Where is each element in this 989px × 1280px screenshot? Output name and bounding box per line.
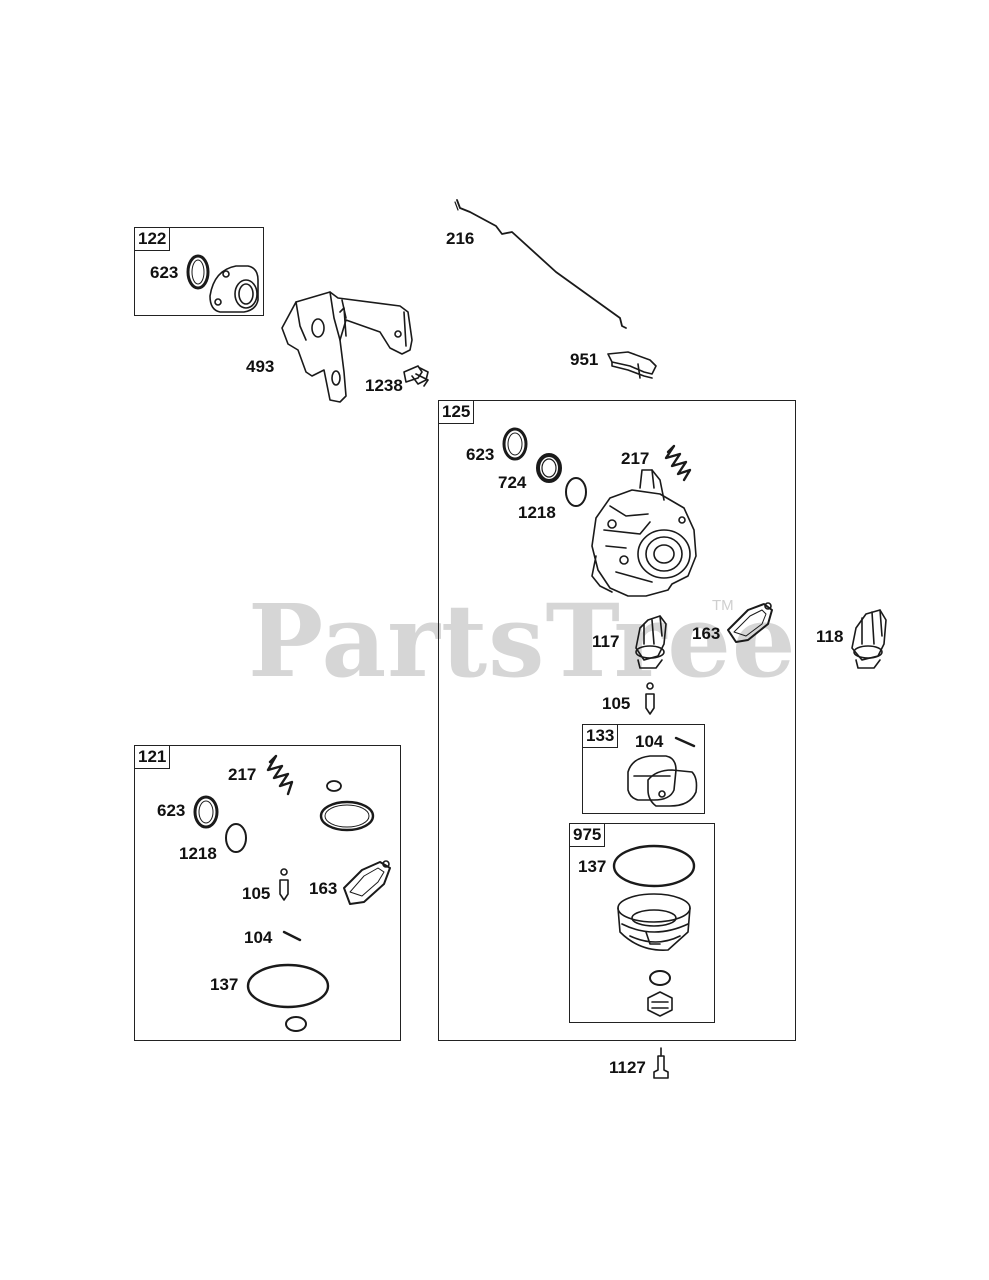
part-137-oring-kit975[interactable] [612, 844, 696, 888]
part-1238-screw[interactable] [403, 365, 429, 387]
kit-tag-133: 133 [582, 724, 619, 748]
callout-105-kit125: 105 [602, 694, 631, 713]
callout-105-kit121: 105 [242, 884, 271, 903]
part-975-float-bowl[interactable] [617, 893, 691, 951]
callout-216: 216 [446, 229, 475, 248]
part-118-fuel-solenoid[interactable] [851, 609, 887, 669]
part-724-gasket[interactable] [536, 453, 562, 483]
part-104-pin-kit133[interactable] [674, 736, 696, 748]
callout-163-kit125: 163 [692, 624, 721, 643]
part-163-gasket-kit121[interactable] [343, 860, 391, 905]
callout-623-kit125: 623 [466, 445, 495, 464]
kit-tag-975: 975 [569, 823, 606, 847]
part-217-spring-kit121[interactable] [266, 754, 294, 796]
kit-box-121[interactable]: 121 [134, 745, 401, 1041]
callout-493: 493 [246, 357, 275, 376]
part-975-bowl-washer[interactable] [649, 970, 671, 986]
watermark-logo: PartsTree [248, 582, 797, 700]
callout-1127: 1127 [609, 1058, 646, 1077]
callout-104-kit133: 104 [635, 732, 664, 751]
kit-box-125[interactable]: 125 [438, 400, 796, 1041]
callout-623-kit122: 623 [150, 263, 179, 282]
kit-box-133[interactable]: 133 [582, 724, 705, 814]
part-975-bowl-nut[interactable] [647, 991, 673, 1017]
part-951-throttle-lever[interactable] [607, 351, 657, 379]
callout-1218-kit121: 1218 [179, 844, 217, 863]
part-125-carburetor[interactable] [591, 469, 697, 597]
callout-623-kit121: 623 [157, 801, 186, 820]
part-623-oring-kit121[interactable] [193, 795, 219, 829]
callout-104-kit121: 104 [244, 928, 273, 947]
callout-1218-kit125: 1218 [518, 503, 556, 522]
part-137-oring-kit121[interactable] [246, 963, 330, 1009]
part-133-float[interactable] [627, 755, 698, 807]
part-163-gasket-kit125[interactable] [727, 602, 773, 643]
part-117-fuel-solenoid[interactable] [635, 615, 667, 669]
part-1218-oring-kit121[interactable] [225, 823, 247, 853]
part-1127-bolt[interactable] [653, 1047, 669, 1079]
part-623-oring-kit125[interactable] [502, 427, 528, 461]
kit-box-975[interactable]: 975 [569, 823, 715, 1023]
callout-217-kit125: 217 [621, 449, 650, 468]
part-105-jet-kit121[interactable] [279, 868, 289, 901]
part-493-control-bracket[interactable] [281, 291, 413, 403]
kit-tag-122: 122 [134, 227, 171, 251]
part-623-oring-kit122[interactable] [186, 254, 210, 290]
kit-tag-125: 125 [438, 400, 475, 424]
callout-118: 118 [816, 627, 844, 646]
callout-951: 951 [570, 350, 599, 369]
callout-163-kit121: 163 [309, 879, 338, 898]
callout-217-kit121: 217 [228, 765, 257, 784]
part-121-washer-small[interactable] [326, 780, 342, 792]
callout-137-kit975: 137 [578, 857, 607, 876]
callout-1238: 1238 [365, 376, 403, 395]
part-1218-oring-kit125[interactable] [565, 477, 587, 507]
kit-tag-121: 121 [134, 745, 171, 769]
part-122-intake-elbow[interactable] [209, 265, 259, 313]
callout-117: 117 [592, 632, 620, 651]
part-121-oring-large[interactable] [319, 800, 375, 832]
part-105-jet-kit125[interactable] [645, 682, 655, 715]
part-104-pin-kit121[interactable] [282, 930, 302, 942]
part-121-washer-bottom[interactable] [285, 1016, 307, 1032]
part-217-spring-kit125[interactable] [664, 444, 692, 482]
kit-box-122[interactable]: 122 [134, 227, 264, 316]
callout-724: 724 [498, 473, 527, 492]
callout-137-kit121: 137 [210, 975, 239, 994]
watermark-trademark: TM [712, 597, 734, 614]
part-216-governor-link[interactable] [454, 199, 627, 329]
